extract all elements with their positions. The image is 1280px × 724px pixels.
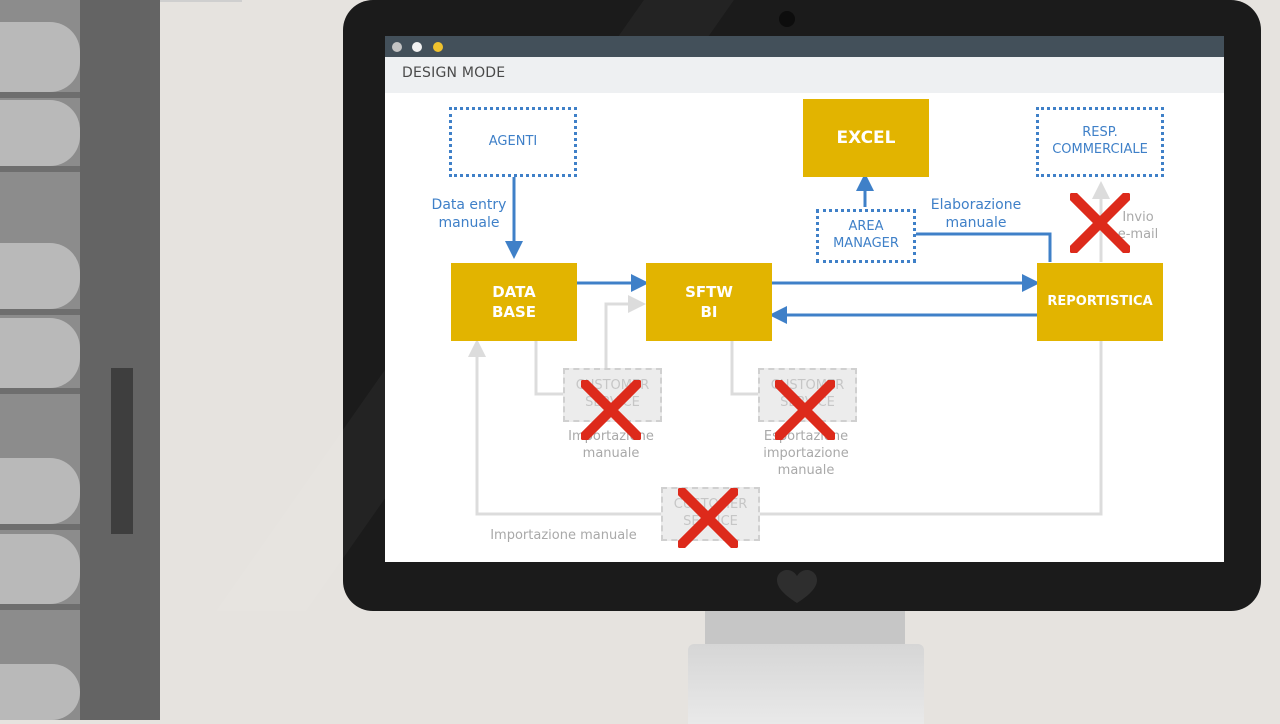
connector-cs1-to-bi xyxy=(604,295,646,368)
cross-icon xyxy=(1070,193,1130,253)
window-minimize-button[interactable] xyxy=(412,42,422,52)
book xyxy=(0,243,80,309)
connector-bi-to-cs2 xyxy=(730,341,758,396)
node-area-manager[interactable]: AREA MANAGER xyxy=(816,209,916,263)
connector-reportistica-down xyxy=(758,341,1103,516)
node-reportistica[interactable]: REPORTISTICA xyxy=(1037,263,1163,341)
node-resp-commerciale[interactable]: RESP. COMMERCIALE xyxy=(1036,107,1164,177)
window-titlebar xyxy=(385,36,1224,57)
cross-icon xyxy=(678,488,738,548)
cross-icon xyxy=(775,380,835,440)
shelf-divider xyxy=(0,524,80,530)
camera-icon xyxy=(779,11,795,27)
book xyxy=(0,664,80,720)
label-data-entry: Data entry manuale xyxy=(431,197,507,232)
heart-logo-icon xyxy=(777,570,817,603)
app-window: DESIGN MODE xyxy=(385,36,1224,562)
mode-label: DESIGN MODE xyxy=(402,65,506,81)
node-database[interactable]: DATA BASE xyxy=(451,263,577,341)
node-agenti[interactable]: AGENTI xyxy=(449,107,577,177)
mode-bar: DESIGN MODE xyxy=(385,57,1224,93)
monitor-stand-base xyxy=(688,644,924,724)
node-excel[interactable]: EXCEL xyxy=(803,99,929,177)
window-close-button[interactable] xyxy=(392,42,402,52)
shelf-divider xyxy=(0,92,80,98)
shelf-divider xyxy=(0,388,80,394)
book xyxy=(0,22,80,92)
connector-cs3-to-db xyxy=(468,339,661,516)
cross-icon xyxy=(581,380,641,440)
book xyxy=(0,458,80,524)
shelf-divider xyxy=(0,166,80,172)
window-maximize-button[interactable] xyxy=(433,42,443,52)
bookshelf-door xyxy=(80,0,160,720)
connector-reportistica-to-area xyxy=(915,232,1052,262)
shelf-divider xyxy=(0,309,80,315)
label-invio-email: Invio e-mail xyxy=(1117,210,1159,242)
label-elaborazione: Elaborazione manuale xyxy=(930,197,1022,232)
shelf-divider xyxy=(0,604,80,610)
book xyxy=(0,318,80,388)
connector-db-to-cs1 xyxy=(534,341,563,396)
book xyxy=(0,100,80,166)
bookshelf-books xyxy=(0,0,80,720)
book xyxy=(0,534,80,604)
node-sftw-bi[interactable]: SFTW BI xyxy=(646,263,772,341)
bookshelf-handle xyxy=(111,368,133,534)
label-importazione-bottom: Importazione manuale xyxy=(490,528,637,543)
wall-line xyxy=(160,0,242,2)
